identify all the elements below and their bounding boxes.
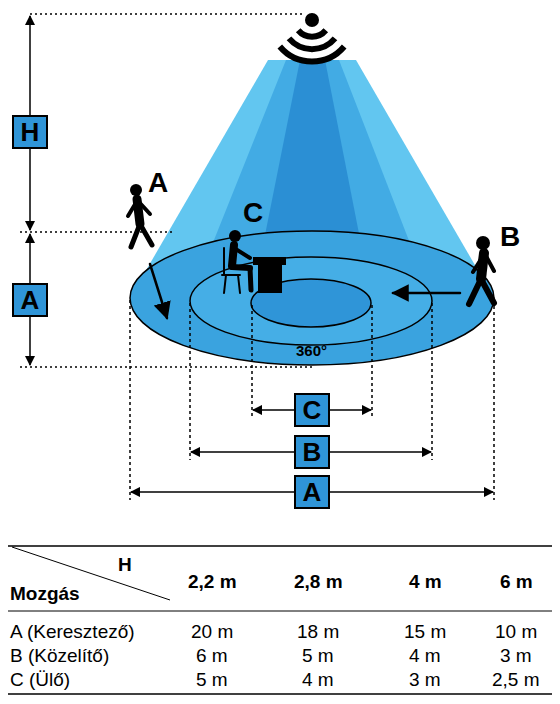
- row-label: B (Közelítő): [10, 646, 109, 667]
- table-header: 4 m: [409, 572, 442, 593]
- dimension-letter: A: [303, 479, 322, 505]
- row-label: A (Keresztező): [10, 622, 135, 643]
- table-header: 6 m: [500, 572, 533, 593]
- table-cell: 2,5 m: [492, 670, 540, 691]
- table-cell: 20 m: [191, 622, 233, 643]
- desk-body: [258, 262, 282, 293]
- table-cell: 3 m: [500, 646, 532, 667]
- person-approaching: [393, 236, 494, 304]
- table-cell: 18 m: [297, 622, 339, 643]
- table-header: 2,2 m: [188, 572, 237, 593]
- table-cell: 6 m: [196, 646, 228, 667]
- row-label: C (Ülő): [10, 670, 70, 691]
- table-cell: 3 m: [409, 670, 441, 691]
- person-label: B: [500, 222, 520, 253]
- dimension-letter: C: [303, 397, 322, 423]
- dimension-box: C: [294, 393, 330, 427]
- table-cell: 5 m: [302, 646, 334, 667]
- table-cell: 10 m: [495, 622, 537, 643]
- dimension-letter: B: [303, 439, 322, 465]
- person-label: C: [243, 198, 263, 229]
- table-cell: 15 m: [404, 622, 446, 643]
- zone-mid: [190, 257, 432, 345]
- dimension-lines: [20, 14, 494, 500]
- table-header: 2,8 m: [294, 572, 343, 593]
- dimension-box: A: [12, 283, 48, 317]
- zone-outer: [130, 231, 494, 365]
- person-sitting: [222, 230, 251, 293]
- dimension-box: B: [294, 435, 330, 469]
- sensor: [305, 13, 319, 27]
- table-cell: 4 m: [302, 670, 334, 691]
- table-rules: [8, 546, 552, 694]
- dimension-box: A: [294, 475, 330, 509]
- table-cell: 4 m: [409, 646, 441, 667]
- sensor-waves: [280, 30, 344, 61]
- person-crossing: [128, 184, 167, 318]
- table-header: Mozgás: [10, 584, 80, 605]
- dimension-letter: A: [21, 287, 40, 313]
- table-header: H: [118, 555, 132, 576]
- angle-label: 360°: [296, 343, 327, 360]
- dimension-box: H: [12, 115, 48, 149]
- dimension-letter: H: [21, 119, 40, 145]
- person-label: A: [148, 168, 168, 199]
- table-cell: 5 m: [196, 670, 228, 691]
